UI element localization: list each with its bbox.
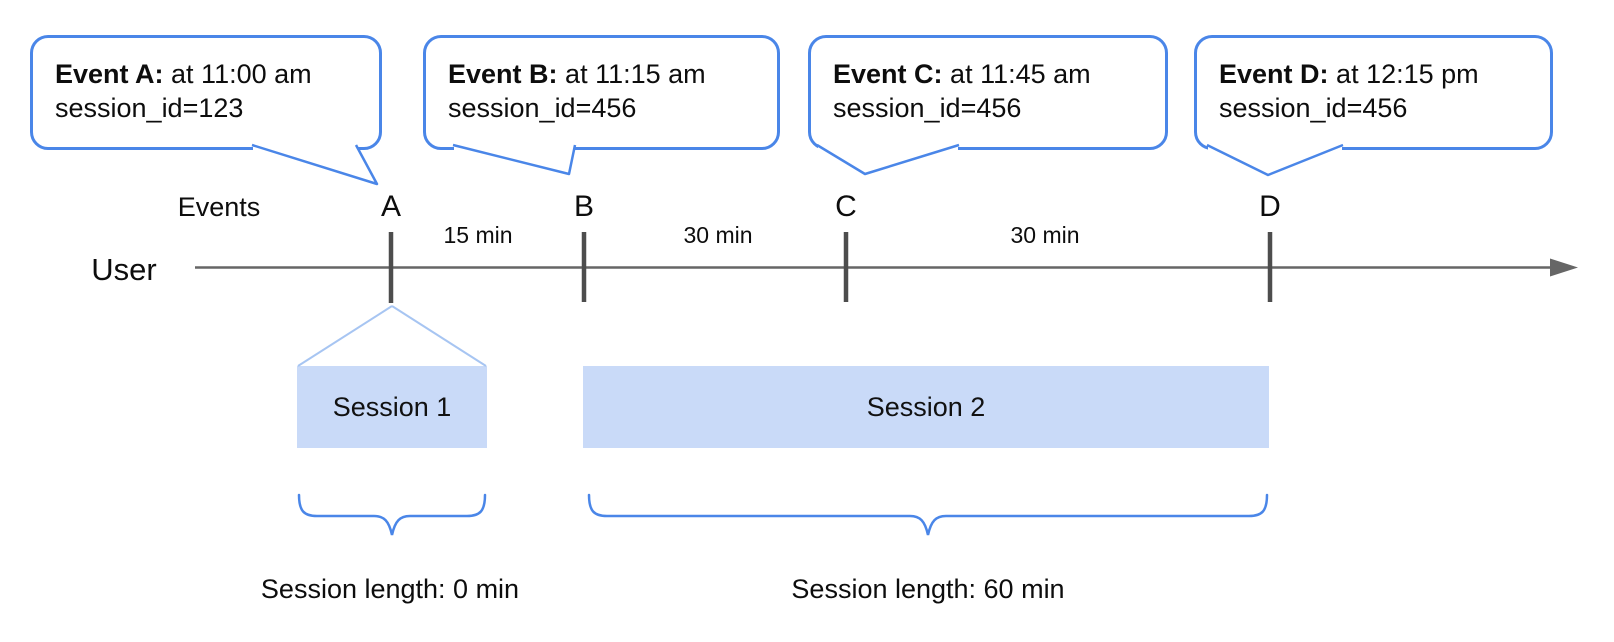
event-b-session-id: session_id=456 [448,93,637,123]
event-b-line1: Event B: at 11:15 am [448,57,755,91]
event-b-title: Event B: [448,59,558,89]
event-a-line1: Event A: at 11:00 am [55,57,357,91]
session1-bar: Session 1 [297,366,487,448]
event-letter-b: B [573,190,595,223]
user-axis-label: User [91,252,157,287]
event-b-callout: Event B: at 11:15 am session_id=456 [423,35,780,150]
interval-label-c-d: 30 min [1010,222,1080,248]
event-letter-a: A [380,190,402,223]
event-a-time: at 11:00 am [171,59,312,89]
event-d-title: Event D: [1219,59,1329,89]
session1-brace [297,493,487,536]
event-d-callout: Event D: at 12:15 pm session_id=456 [1194,35,1553,150]
session2-brace [587,493,1269,536]
events-axis-label: Events [177,192,261,222]
event-a-title: Event A: [55,59,164,89]
session2-bar-label: Session 2 [866,391,986,422]
interval-label-a-b: 15 min [443,222,513,248]
session1-funnel-left-line [297,305,393,367]
interval-label-b-c: 30 min [683,222,753,248]
callout-tail-a [251,143,379,186]
event-c-session-id: session_id=456 [833,93,1022,123]
event-d-line1: Event D: at 12:15 pm [1219,57,1528,91]
event-c-callout: Event C: at 11:45 am session_id=456 [808,35,1168,150]
timeline-arrowhead-icon [1550,258,1578,277]
event-letter-d: D [1259,190,1281,223]
event-c-title: Event C: [833,59,943,89]
session1-length-label: Session length: 0 min [260,574,520,604]
session1-bar-label: Session 1 [332,391,452,422]
session2-bar: Session 2 [583,366,1269,448]
session2-length-label: Session length: 60 min [791,574,1065,604]
session1-funnel-right-line [391,305,487,367]
event-d-session-id: session_id=456 [1219,93,1408,123]
event-c-time: at 11:45 am [950,59,1091,89]
event-letter-c: C [835,190,857,223]
event-d-time: at 12:15 pm [1336,59,1479,89]
event-b-time: at 11:15 am [565,59,706,89]
event-a-callout: Event A: at 11:00 am session_id=123 [30,35,382,150]
event-a-session-id: session_id=123 [55,93,244,123]
event-c-line1: Event C: at 11:45 am [833,57,1143,91]
